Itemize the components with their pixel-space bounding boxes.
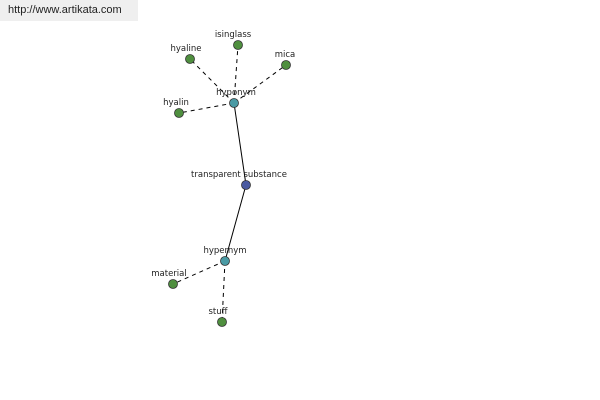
edge-hypernym-to-material [172, 260, 226, 285]
graph-edges [172, 44, 287, 323]
node-label-stuff: stuff [208, 307, 228, 317]
node-hyalin[interactable] [174, 108, 184, 118]
node-label-material: material [151, 269, 186, 279]
node-hyaline[interactable] [185, 54, 195, 64]
node-label-hyalin: hyalin [163, 98, 189, 108]
node-label-transparent-substance: transparent substance [191, 170, 287, 180]
node-label-mica: mica [275, 50, 296, 60]
edge-hyponym-to-hyaline [189, 58, 235, 104]
node-transparent-substance[interactable] [241, 180, 251, 190]
node-material[interactable] [168, 279, 178, 289]
node-isinglass[interactable] [233, 40, 243, 50]
node-mica[interactable] [281, 60, 291, 70]
edge-transparent-substance-to-hyponym [233, 102, 247, 186]
edge-hyponym-to-isinglass [233, 44, 239, 104]
edge-hyponym-to-hyalin [178, 102, 235, 114]
node-label-hypernym: hypernym [203, 246, 246, 256]
edge-hypernym-to-stuff [221, 260, 226, 323]
node-label-hyaline: hyaline [171, 44, 202, 54]
node-stuff[interactable] [217, 317, 227, 327]
node-hyponym[interactable] [229, 98, 239, 108]
edge-transparent-substance-to-hypernym [224, 184, 247, 262]
node-label-hyponym: hyponym [216, 88, 256, 98]
site-watermark: http://www.artikata.com [0, 0, 138, 21]
node-label-isinglass: isinglass [215, 30, 252, 40]
node-hypernym[interactable] [220, 256, 230, 266]
edge-hyponym-to-mica [233, 64, 287, 104]
graph-nodes [168, 40, 291, 327]
graph-labels: transparent substance hyponym hypernym isin… [151, 30, 295, 317]
